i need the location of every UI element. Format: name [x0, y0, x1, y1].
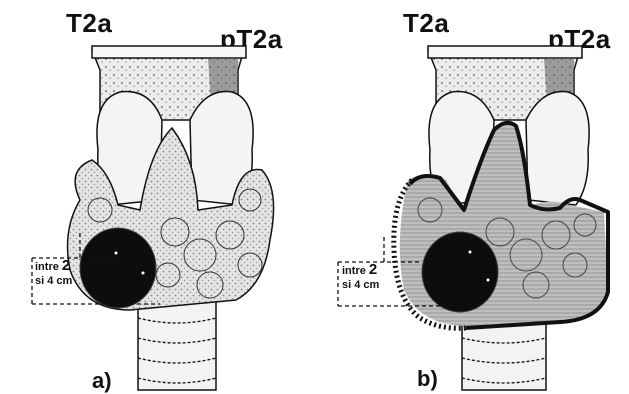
panel-a-trachea — [138, 300, 216, 390]
panel-b-tumor — [422, 232, 498, 312]
panel-b-diagram — [338, 46, 608, 390]
panel-a-diagram — [32, 46, 274, 390]
panel-a-tumor — [80, 228, 156, 308]
